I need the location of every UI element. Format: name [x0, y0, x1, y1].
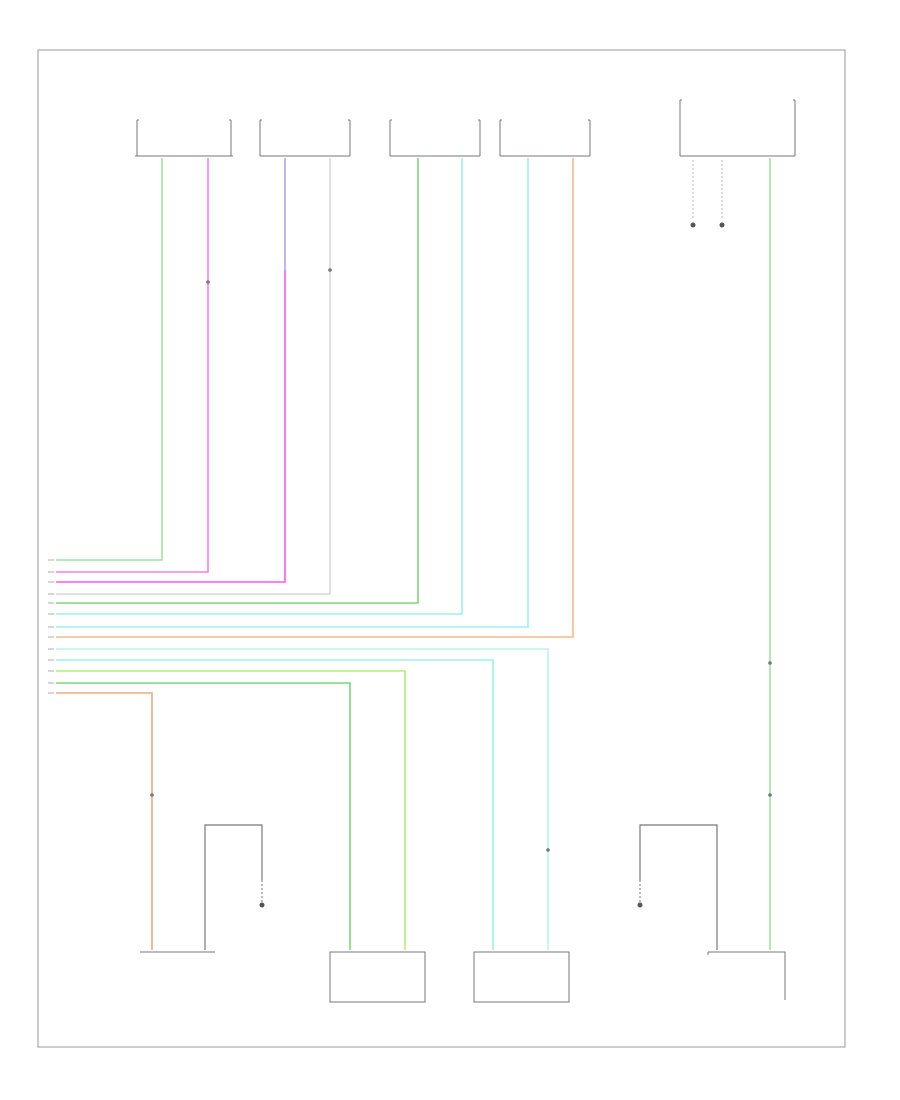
bundle-pin-marks — [48, 559, 54, 694]
wire-yellowgreen-lower — [56, 670, 406, 950]
occupant-sensor-ground — [204, 824, 263, 950]
seat-belt-tensioner-right-box — [499, 119, 591, 157]
wire-white-v — [56, 158, 331, 595]
wire-green-lower — [56, 682, 351, 950]
rf-door-sensor-box — [135, 119, 233, 157]
cluster-box — [679, 99, 796, 157]
passenger-tensioner-box — [473, 951, 570, 1003]
cluster-connector — [690, 160, 725, 228]
switch-contact — [259, 902, 265, 908]
wire-ltgreen-v — [56, 158, 163, 561]
seat-belt-tensioner-left-box — [389, 119, 481, 157]
wire-cyan-lower — [56, 659, 494, 950]
wire-magenta-v — [56, 270, 286, 583]
wire-pink-v — [56, 158, 209, 573]
wire-orange-lower — [56, 692, 153, 950]
driver-tensioner-box — [329, 951, 426, 1003]
splices — [150, 268, 772, 852]
diagram-frame — [37, 49, 846, 1048]
wire-cyan-v1 — [56, 158, 463, 615]
lf-door-sensor-box — [259, 119, 351, 157]
seat-belt-switch-ground — [639, 824, 718, 950]
wire-green-v1 — [56, 158, 419, 604]
wire-cyan-v2 — [56, 158, 529, 628]
wire-ltcyan-lower — [56, 648, 549, 950]
switch-contact-2 — [637, 902, 643, 908]
seat-belt-switch-box — [707, 951, 786, 1000]
wire-ltcyan-v1 — [56, 158, 574, 638]
